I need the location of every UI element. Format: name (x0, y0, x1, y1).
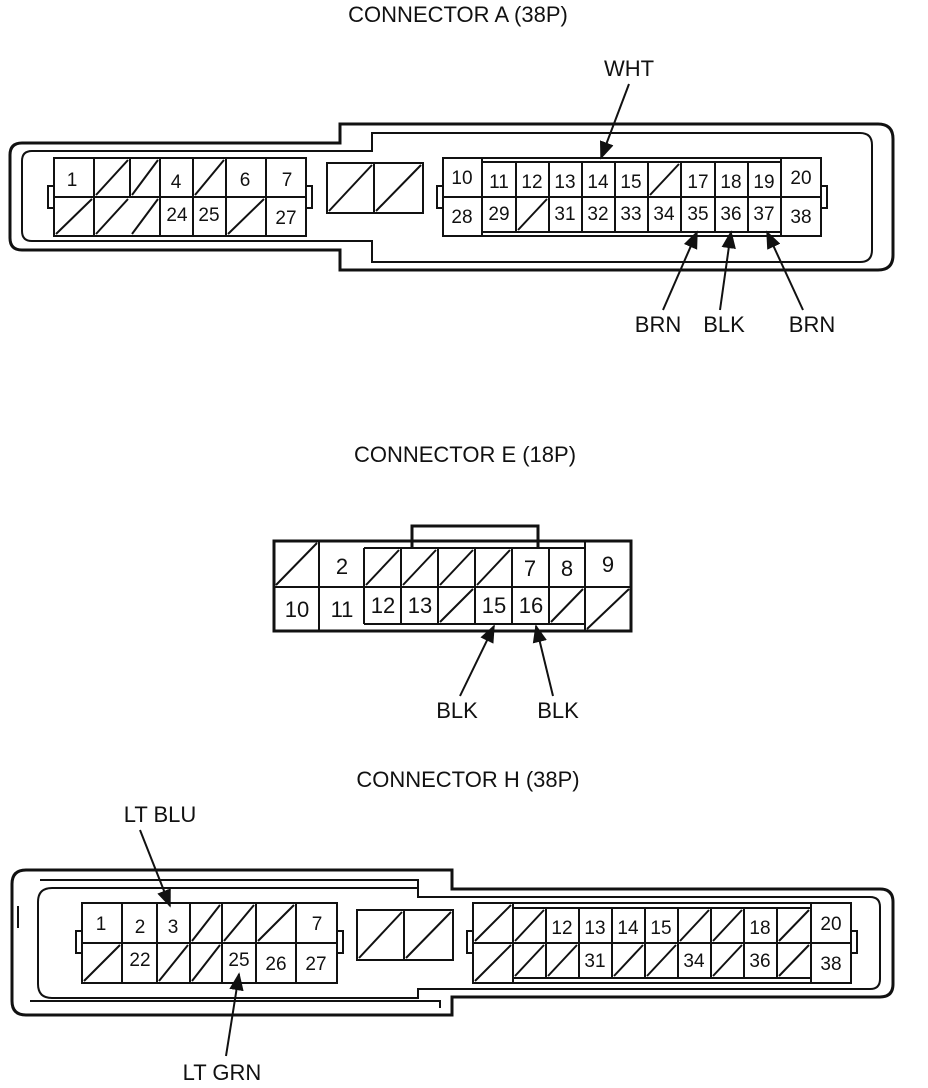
wire-arrow (225, 972, 244, 1057)
pin-label: 29 (488, 204, 509, 225)
pin-label: 10 (285, 597, 309, 622)
connector-a-housing (8, 122, 895, 272)
pin-label: 33 (620, 204, 641, 225)
connector-h-inner-edge (40, 879, 419, 889)
pin-label: 9 (602, 552, 614, 577)
pin-label: 2 (336, 554, 348, 579)
wire-arrow (719, 230, 736, 311)
pin-label: 17 (687, 172, 708, 193)
pin-label: 18 (749, 918, 770, 939)
connector-a-left-block: 1 4 6 7 24 25 27 (47, 157, 313, 237)
wire-arrow (532, 624, 554, 697)
pin-label: 37 (753, 204, 774, 225)
pin-label: 13 (408, 593, 432, 618)
connector-a-right-block: 10 11 12 13 14 15 17 18 19 20 28 29 31 3… (436, 157, 828, 237)
wire-arrow (459, 624, 495, 697)
wire-arrow (766, 230, 804, 311)
connector-a-inner-housing (21, 132, 873, 263)
connector-e-lock-tab (410, 524, 540, 548)
pin-label: 34 (653, 204, 675, 225)
wire-label-blk: BLK (537, 698, 579, 723)
pin-label: 1 (67, 170, 78, 191)
pin-label: 18 (720, 172, 741, 193)
pin-label: 22 (129, 950, 150, 971)
connector-h-title: CONNECTOR H (38P) (356, 767, 579, 792)
connector-h-middle-block (356, 909, 454, 961)
wire-label-blk: BLK (703, 312, 745, 337)
pin-label: 14 (587, 172, 609, 193)
pin-label: 7 (524, 556, 536, 581)
pin-label: 28 (451, 207, 472, 228)
pin-label: 15 (620, 172, 641, 193)
pin-label: 12 (551, 918, 572, 939)
pin-label: 34 (683, 951, 705, 972)
connector-a-title: CONNECTOR A (38P) (348, 2, 568, 27)
pin-label: 26 (265, 954, 286, 975)
pin-label: 12 (371, 593, 395, 618)
pin-label: 1 (96, 914, 107, 935)
pin-label: 6 (240, 170, 251, 191)
pin-label: 36 (749, 951, 770, 972)
pin-label: 3 (168, 917, 179, 938)
pin-label: 7 (282, 170, 293, 191)
connector-h: CONNECTOR H (38P) 1 2 3 7 (10, 767, 895, 1085)
wire-label-brn: BRN (789, 312, 835, 337)
pin-label: 38 (820, 954, 841, 975)
connector-e: CONNECTOR E (18P) 2 7 8 9 10 11 12 13 15… (272, 442, 633, 723)
wire-label-lt-grn: LT GRN (183, 1060, 262, 1085)
pin-label: 13 (554, 172, 575, 193)
pin-label: 31 (554, 204, 575, 225)
pin-label: 4 (171, 172, 182, 193)
pin-label: 15 (482, 593, 506, 618)
wire-label-blk: BLK (436, 698, 478, 723)
pin-label: 32 (587, 204, 608, 225)
wire-arrow (599, 83, 630, 160)
pin-label: 15 (650, 918, 671, 939)
pin-label: 13 (584, 918, 605, 939)
pin-label: 12 (521, 172, 542, 193)
connector-a: CONNECTOR A (38P) 1 (8, 2, 895, 337)
pin-label: 8 (561, 556, 573, 581)
pin-label: 10 (451, 168, 472, 189)
connector-h-left-block: 1 2 3 7 22 25 26 27 (75, 902, 344, 984)
wire-arrow (139, 829, 171, 908)
wire-arrow (662, 230, 698, 311)
pin-label: 20 (820, 914, 841, 935)
pin-label: 11 (489, 172, 509, 193)
pin-label: 25 (198, 205, 219, 226)
wire-label-lt-blu: LT BLU (124, 802, 197, 827)
pin-label: 11 (331, 597, 354, 622)
connector-h-inner-housing (37, 887, 881, 999)
wire-label-brn: BRN (635, 312, 681, 337)
pin-label: 2 (135, 917, 146, 938)
pin-label: 7 (312, 914, 323, 935)
pin-label: 38 (790, 207, 811, 228)
connector-h-right-block: 12 13 14 15 18 20 31 34 36 38 (466, 902, 858, 984)
pin-label: 25 (228, 950, 249, 971)
pin-label: 16 (519, 593, 543, 618)
wire-label-wht: WHT (604, 56, 654, 81)
pin-label: 36 (720, 204, 741, 225)
pin-label: 27 (305, 954, 326, 975)
connector-h-housing (10, 868, 895, 1017)
pin-label: 20 (790, 168, 811, 189)
pin-label: 14 (617, 918, 639, 939)
pin-label: 31 (584, 951, 605, 972)
pin-label: 24 (166, 205, 188, 226)
pin-label: 35 (687, 204, 708, 225)
pin-label: 19 (753, 172, 774, 193)
connector-a-middle-block (326, 162, 424, 214)
connector-e-title: CONNECTOR E (18P) (354, 442, 576, 467)
pin-label: 27 (275, 208, 296, 229)
connector-h-edge-detail (17, 906, 441, 1008)
